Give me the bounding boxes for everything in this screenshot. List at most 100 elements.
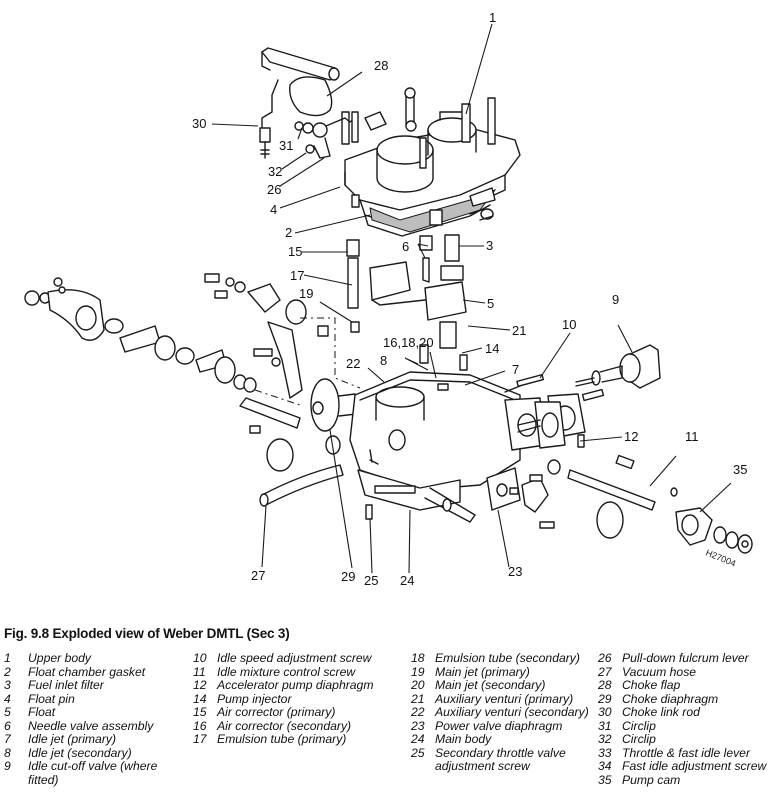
legend-item-label: Upper body (28, 651, 92, 665)
legend-column-2: 10 Idle speed adjustment screw 11 Idle mixt… (193, 651, 393, 747)
legend-item-label: Auxiliary venturi (primary) (435, 691, 574, 706)
callout-9: 9 (612, 292, 619, 307)
callout-6: 6 (402, 239, 409, 254)
legend-item-number: 29 (598, 691, 612, 706)
legend-item-label: Air corrector (secondary) (217, 718, 352, 733)
legend-item-number: 28 (598, 678, 612, 692)
callout-31: 31 (279, 138, 293, 153)
legend-item-label: Circlip (622, 718, 656, 733)
figure-caption: Fig. 9.8 Exploded view of Weber DMTL (Se… (4, 626, 290, 641)
legend-item-number: 30 (598, 705, 612, 719)
callout-26: 26 (267, 182, 281, 197)
upper-body (341, 87, 521, 237)
callout-24: 24 (400, 573, 414, 588)
callout-25: 25 (364, 573, 378, 588)
legend-item-number: 14 (193, 691, 207, 706)
callout-17: 17 (290, 268, 304, 283)
callout-1: 1 (489, 10, 496, 25)
legend-item-number: 1 (4, 651, 11, 665)
callout-labels: 1 28 30 31 32 26 4 2 3 15 6 17 5 19 9 10… (192, 10, 747, 588)
callout-15: 15 (288, 244, 302, 259)
callout-5: 5 (487, 296, 494, 311)
legend-item-label: Air corrector (primary) (217, 705, 336, 719)
legend-item: 3 Fuel inlet filter (4, 678, 184, 693)
legend-item-number: 8 (4, 745, 11, 760)
legend-item: 9 Idle cut-off valve (where fitted) (4, 759, 184, 787)
legend-item-label: Fuel inlet filter (28, 678, 104, 692)
legend-item-label: Main body (435, 732, 492, 746)
legend-item-label: Fast idle adjustment screw (622, 759, 767, 773)
legend-item-label: Idle speed adjustment screw (217, 651, 372, 665)
drawing-code: H27004 (704, 548, 737, 569)
legend-item: 22 Auxiliary venturi (secondary) (411, 705, 591, 720)
legend-item-number: 18 (411, 651, 425, 665)
callout-30: 30 (192, 116, 206, 131)
callout-3: 3 (486, 238, 493, 253)
throttle-linkage-left (24, 277, 301, 406)
legend-item: 8 Idle jet (secondary) (4, 745, 184, 761)
legend-item: 25 Secondary throttle valve adjustment sc… (411, 745, 591, 774)
legend-item: 16 Air corrector (secondary) (193, 718, 393, 734)
legend-item-number: 19 (411, 664, 425, 679)
legend-item-label: Pull-down fulcrum lever (622, 651, 749, 665)
legend-item-number: 26 (598, 651, 612, 665)
legend-item: 15 Air corrector (primary) (193, 705, 393, 720)
callout-8: 8 (380, 353, 387, 368)
legend-item-label: Choke diaphragm (622, 691, 719, 706)
fast-idle-cam-group (204, 273, 361, 399)
legend-item: 21 Auxiliary venturi (primary) (411, 691, 591, 707)
float-assembly (346, 234, 468, 371)
legend-item-label: Vacuum hose (622, 664, 697, 679)
callout-22: 22 (346, 356, 360, 371)
legend-item-number: 35 (598, 772, 612, 787)
legend-item-label: Pump cam (622, 772, 681, 787)
callout-27: 27 (251, 568, 265, 583)
callout-4: 4 (270, 202, 277, 217)
legend-item: 10 Idle speed adjustment screw (193, 651, 393, 666)
leader-lines (211, 23, 732, 574)
legend-item-number: 5 (4, 705, 11, 719)
legend-item-label: Secondary throttle valve adjustment scre… (435, 745, 566, 773)
callout-28: 28 (374, 58, 388, 73)
legend-item-label: Idle mixture control screw (217, 664, 356, 679)
legend-item-number: 34 (598, 759, 612, 773)
choke-assembly (259, 47, 359, 159)
legend-item-number: 3 (4, 678, 11, 692)
legend-item-number: 9 (4, 759, 11, 773)
exploded-view-diagram: 1 28 30 31 32 26 4 2 3 15 6 17 5 19 9 10… (24, 10, 753, 588)
legend-item: 29 Choke diaphragm (598, 691, 784, 707)
legend-item: 35 Pump cam (598, 772, 784, 788)
legend-item-label: Auxiliary venturi (secondary) (435, 705, 589, 719)
legend-item-number: 22 (411, 705, 425, 719)
legend-item: 1 Upper body (4, 651, 184, 666)
legend-item-label: Float pin (28, 691, 75, 706)
legend-item-number: 15 (193, 705, 207, 719)
legend-item-number: 25 (411, 745, 425, 760)
legend-item-label: Idle cut-off valve (where fitted) (28, 759, 158, 787)
legend-item-label: Idle jet (secondary) (28, 745, 132, 760)
legend-item-label: Accelerator pump diaphragm (217, 678, 374, 692)
legend-item: 30 Choke link rod (598, 705, 784, 720)
legend-item-number: 32 (598, 732, 612, 746)
legend-item-number: 10 (193, 651, 207, 665)
callout-29: 29 (341, 569, 355, 584)
legend-item-label: Choke link rod (622, 705, 700, 719)
legend-item-label: Main jet (secondary) (435, 678, 546, 692)
legend-item-number: 11 (193, 664, 206, 679)
legend-item-number: 16 (193, 718, 207, 733)
callout-21: 21 (512, 323, 526, 338)
legend-item-number: 21 (411, 691, 425, 706)
choke-diaphragm-group (239, 378, 357, 472)
